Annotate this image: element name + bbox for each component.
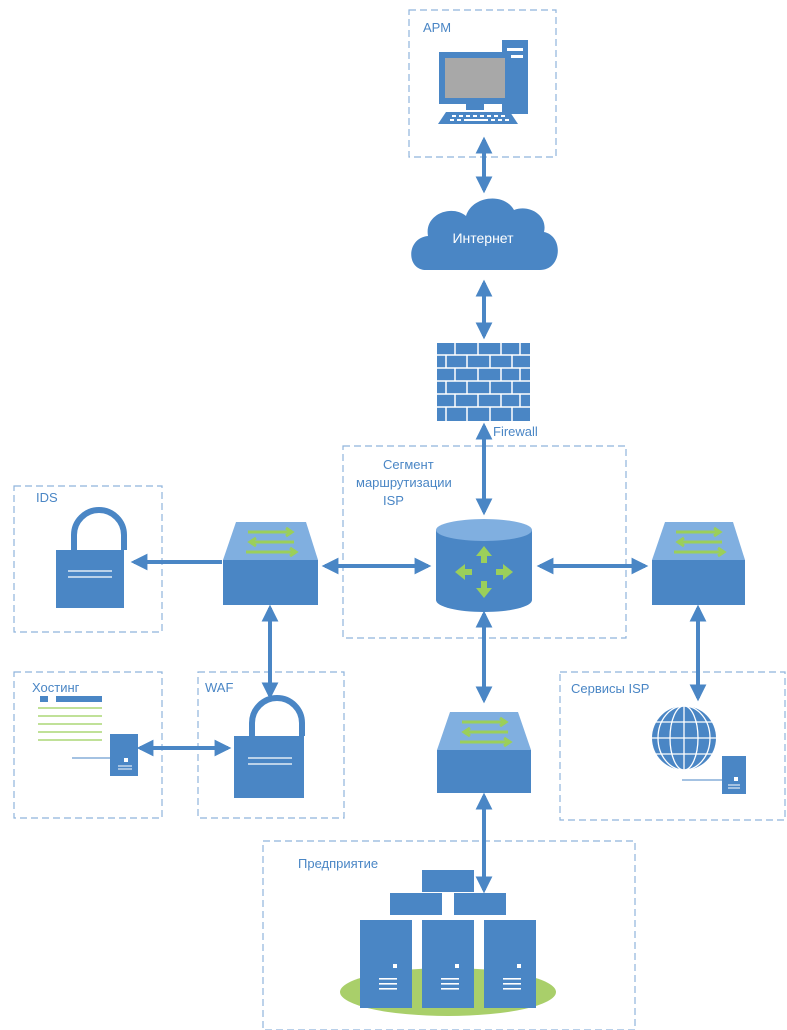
ids-label: IDS xyxy=(36,490,58,505)
arm-label: АРМ xyxy=(423,20,451,35)
hosting-server-icon xyxy=(38,696,138,776)
switch-right-icon xyxy=(652,522,745,605)
routing-segment-label-line3: ISP xyxy=(383,493,404,508)
routing-segment-label-line1: Сегмент xyxy=(383,457,434,472)
enterprise-servers-icon xyxy=(340,870,556,1016)
waf-label: WAF xyxy=(205,680,233,695)
ids-group-box xyxy=(13,485,163,633)
hosting-label: Хостинг xyxy=(32,680,80,695)
firewall-icon xyxy=(437,343,530,421)
enterprise-group-box xyxy=(262,840,636,1030)
internet-label: Интернет xyxy=(452,230,514,246)
internet-cloud-icon xyxy=(411,198,558,270)
switch-bottom-icon xyxy=(437,712,531,793)
firewall-label: Firewall xyxy=(493,424,538,439)
enterprise-label: Предприятие xyxy=(298,856,378,871)
isp-server-icon xyxy=(682,756,746,794)
workstation-icon xyxy=(438,40,528,124)
isp-services-group-box xyxy=(559,671,786,821)
switch-left-icon xyxy=(223,522,318,605)
routing-segment-label-line2: маршрутизации xyxy=(356,475,452,490)
waf-lock-icon xyxy=(234,695,305,798)
isp-globe-icon xyxy=(652,705,716,771)
isp-services-label: Сервисы ISP xyxy=(571,681,649,696)
router-icon xyxy=(436,519,532,612)
ids-lock-icon xyxy=(56,507,127,608)
